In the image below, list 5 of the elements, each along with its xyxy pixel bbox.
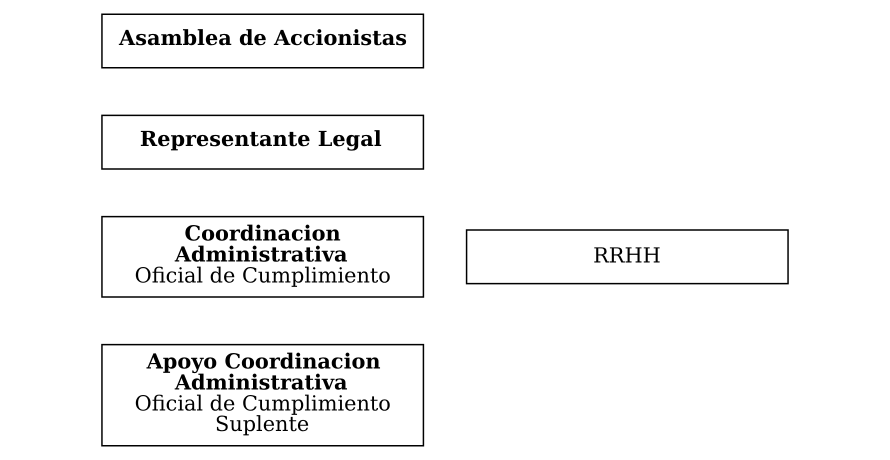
- node-box: Apoyo Coordinacion Administrativa Oficial de Cumplimiento Suplente: [101, 344, 424, 447]
- node-box: Asamblea de Accionistas: [101, 13, 424, 69]
- node-box: RRHH: [466, 229, 789, 284]
- node-box: Coordinacion Administrativa Oficial de Cumplimiento: [101, 216, 424, 298]
- node-box: Representante Legal: [101, 114, 424, 170]
